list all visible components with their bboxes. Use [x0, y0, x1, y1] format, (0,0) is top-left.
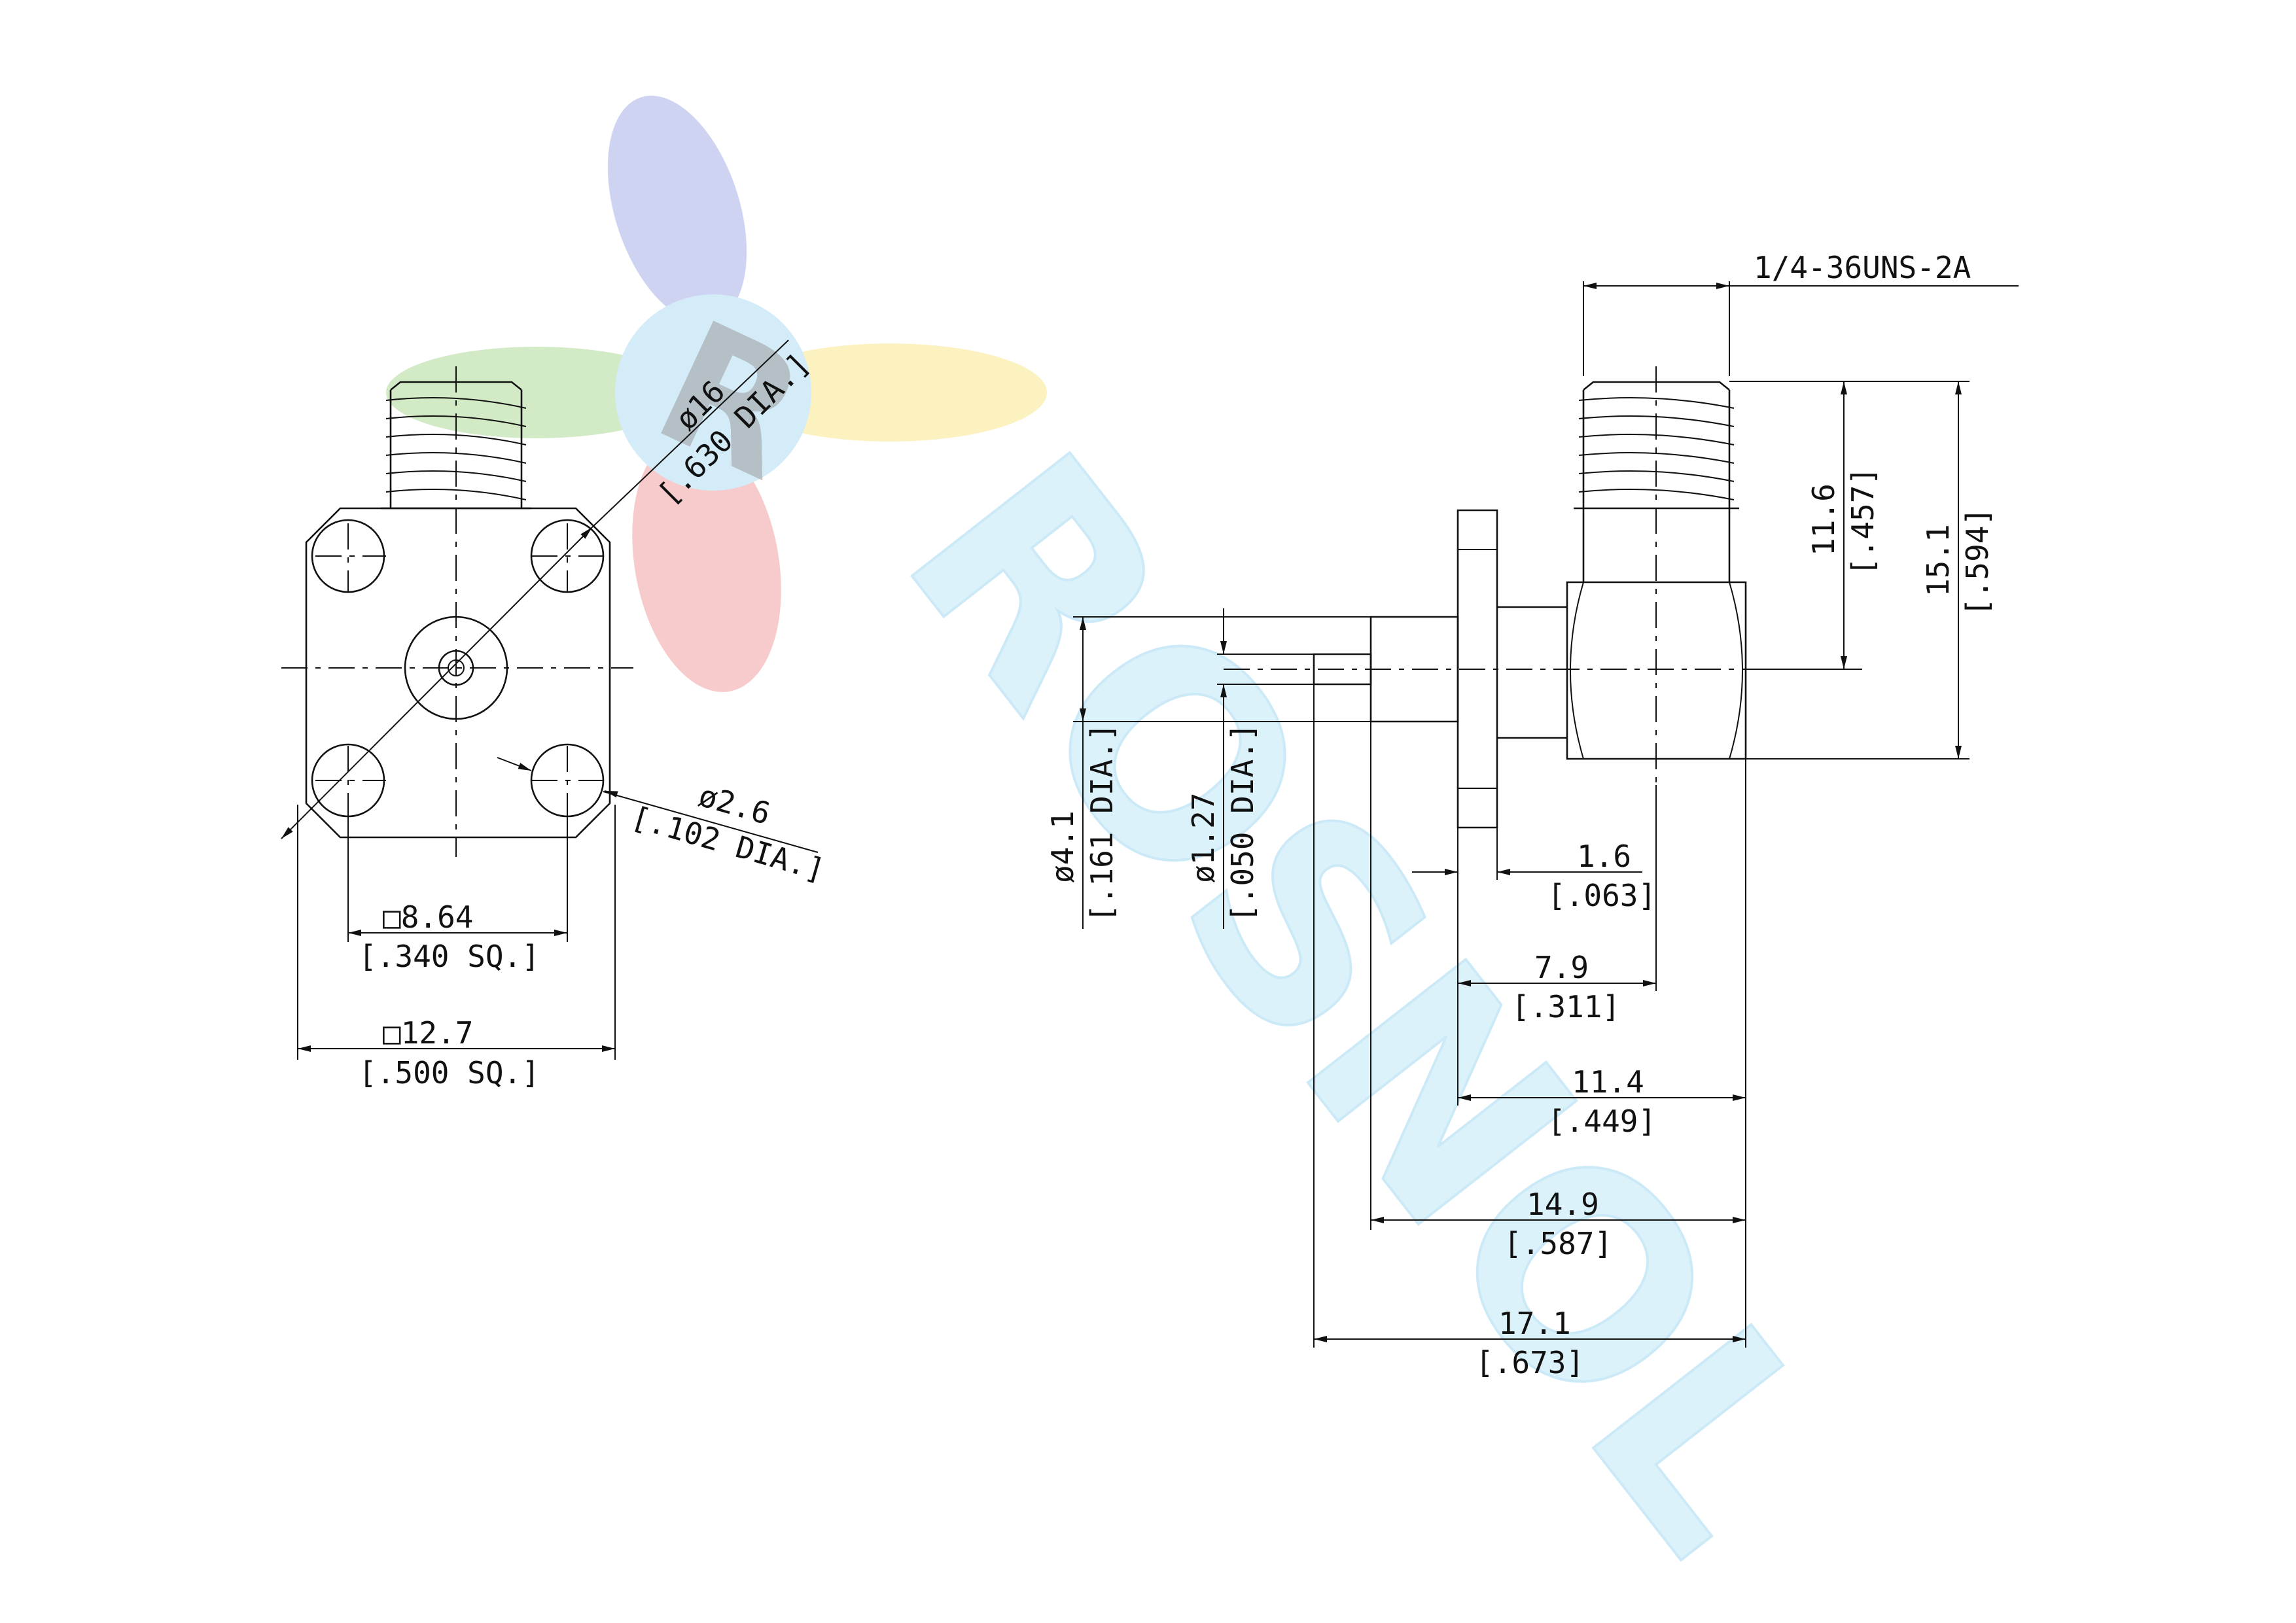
total-height-dim-value: 15.1 [1920, 524, 1956, 597]
flange-thickness-dim-inch: [.063] [1547, 878, 1656, 913]
thread-height-dim-inch: [.457] [1845, 467, 1881, 576]
length-14-9-dim-value: 14.9 [1527, 1187, 1599, 1222]
hole-spacing-dim-inch: [.340 SQ.] [359, 939, 540, 974]
side-pin [1313, 653, 1372, 686]
flange-thickness-dim-value: 1.6 [1577, 839, 1631, 874]
front-flange [305, 507, 611, 839]
hole-spacing-dim-value: □8.64 [383, 899, 473, 935]
flange-size-dim-value: □12.7 [383, 1015, 473, 1051]
length-11-4-dim-value: 11.4 [1572, 1064, 1644, 1100]
thread-spec: 1/4-36UNS-2A [1754, 250, 1971, 285]
total-height-dim-inch: [.594] [1960, 508, 1995, 616]
side-view: 1/4-36UNS-2A 11.6 [.457] 15.1 [.594] ø4.… [1045, 250, 2019, 1380]
length-17-1-dim-inch: [.673] [1475, 1345, 1584, 1380]
pin-dia-dim-value: ø1.27 [1186, 793, 1221, 883]
length-14-9-dim-inch: [.587] [1504, 1226, 1612, 1261]
flange-size-dim-inch: [.500 SQ.] [359, 1055, 540, 1091]
length-7-9-dim-inch: [.311] [1511, 989, 1620, 1024]
side-dielectric [1369, 616, 1459, 723]
pin-dia-dim-inch: [.050 DIA.] [1225, 723, 1260, 922]
thread-height-dim-value: 11.6 [1806, 483, 1841, 556]
length-11-4-dim-inch: [.449] [1547, 1104, 1656, 1139]
dielectric-dia-dim-value: ø4.1 [1045, 811, 1080, 883]
dielectric-dia-dim-inch: [.161 DIA.] [1084, 723, 1120, 922]
length-17-1-dim-value: 17.1 [1498, 1306, 1571, 1341]
length-7-9-dim-value: 7.9 [1534, 950, 1589, 985]
